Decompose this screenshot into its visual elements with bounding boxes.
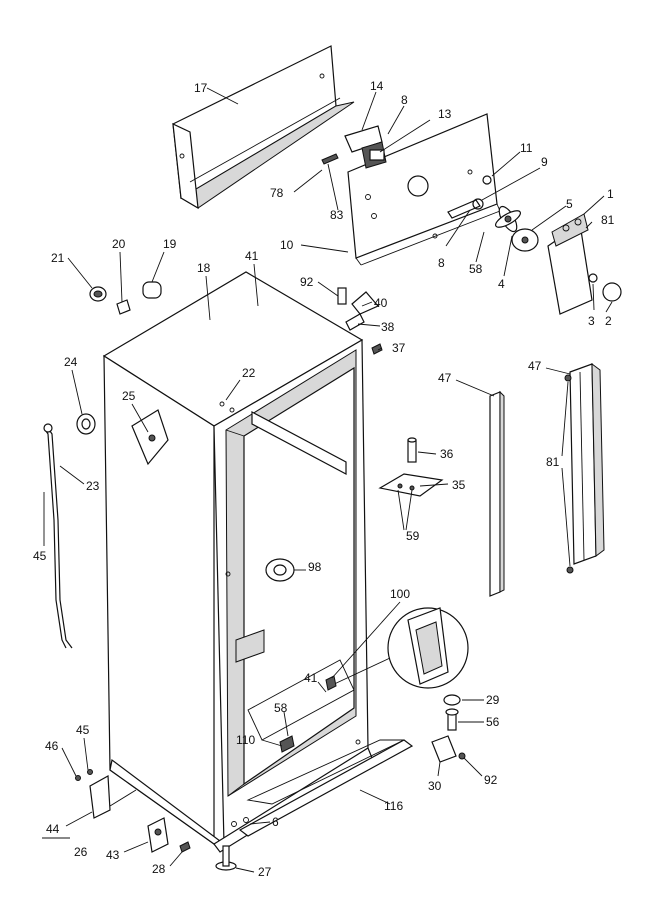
callout-92b: 92	[484, 773, 498, 787]
callout-28: 28	[152, 862, 166, 876]
fan-blade-part	[495, 205, 521, 233]
callout-92: 92	[300, 275, 314, 289]
light-socket-part	[511, 228, 539, 252]
callout-6: 6	[272, 815, 279, 829]
callout-1: 1	[607, 187, 614, 201]
leader-lines	[42, 87, 613, 873]
callout-45b: 45	[76, 723, 90, 737]
hinge-rod-part	[43, 423, 73, 649]
callout-100: 100	[390, 587, 410, 601]
callout-8b: 8	[438, 256, 445, 270]
callout-110: 110	[236, 733, 255, 747]
stud-part	[445, 708, 459, 731]
callout-18: 18	[197, 261, 211, 275]
light-shield-part	[547, 213, 593, 315]
light-bulb-part	[588, 273, 622, 302]
callout-9: 9	[541, 155, 548, 169]
bushing-part	[116, 299, 131, 315]
mullion-strip-left	[489, 390, 505, 597]
bottom-hinge-part	[75, 769, 111, 819]
callout-24: 24	[64, 355, 78, 369]
washer-part	[76, 413, 96, 435]
callout-21: 21	[51, 251, 65, 265]
callout-44: 44	[46, 822, 60, 836]
callout-46: 46	[45, 739, 59, 753]
callout-3: 3	[588, 314, 595, 328]
hinge-bracket-part	[378, 473, 444, 497]
callout-25: 25	[122, 389, 136, 403]
callout-45: 45	[33, 549, 47, 563]
callout-10: 10	[280, 238, 294, 252]
bottom-bracket-part	[147, 817, 169, 853]
plug-part	[142, 281, 162, 299]
callout-27: 27	[258, 865, 272, 879]
callout-17: 17	[194, 81, 208, 95]
callout-78: 78	[270, 186, 284, 200]
callout-40: 40	[374, 296, 388, 310]
callout-30: 30	[428, 779, 442, 793]
mullion-strip-right	[564, 362, 605, 574]
callout-98: 98	[308, 560, 322, 574]
washer-small-part	[443, 694, 461, 706]
callout-4: 4	[498, 277, 505, 291]
callout-59: 59	[406, 529, 420, 543]
callout-41: 41	[245, 249, 259, 263]
callout-23: 23	[86, 479, 100, 493]
callout-19: 19	[163, 237, 177, 251]
top-trim-part	[172, 45, 355, 210]
callout-47: 47	[438, 371, 452, 385]
side-bracket-part	[131, 409, 169, 466]
callout-20: 20	[112, 237, 126, 251]
callout-22: 22	[242, 366, 256, 380]
callout-26: 26	[74, 845, 88, 859]
control-housing-panel	[347, 113, 501, 266]
callout-35: 35	[452, 478, 466, 492]
bracket-part	[344, 125, 387, 169]
callout-81b: 81	[546, 455, 560, 469]
hinge-pin-part	[407, 437, 417, 463]
callout-11: 11	[520, 141, 533, 155]
leveling-leg-part	[215, 845, 237, 871]
door-stop-part	[337, 287, 383, 355]
thermostat-clip-part	[321, 153, 339, 165]
callout-58b: 58	[274, 701, 288, 715]
callout-2: 2	[605, 314, 612, 328]
cabinet-shell	[102, 271, 373, 853]
callout-29: 29	[486, 693, 500, 707]
hinge-cap-part	[89, 286, 107, 302]
callout-41b: 41	[304, 671, 318, 685]
lower-hinge-part	[431, 735, 466, 763]
callout-5: 5	[566, 197, 573, 211]
callout-81: 81	[601, 213, 615, 227]
callout-14: 14	[370, 79, 384, 93]
callout-8: 8	[401, 93, 408, 107]
callout-56: 56	[486, 715, 500, 729]
screw-part	[179, 735, 295, 853]
damper-arm-part	[447, 198, 484, 219]
callout-116: 116	[384, 799, 403, 813]
callout-58: 58	[469, 262, 483, 276]
callout-labels: 17 14 8 13 11 9 1 5 81 78 83 10 8 58 4 3…	[33, 79, 615, 879]
callout-13: 13	[438, 107, 452, 121]
callout-43: 43	[106, 848, 120, 862]
detail-magnifier	[325, 607, 469, 691]
callout-47b: 47	[528, 359, 542, 373]
callout-38: 38	[381, 320, 395, 334]
callout-83: 83	[330, 208, 344, 222]
callout-36: 36	[440, 447, 454, 461]
base-strip-part	[238, 739, 414, 837]
grommet-part	[265, 558, 295, 582]
callout-37: 37	[392, 341, 406, 355]
